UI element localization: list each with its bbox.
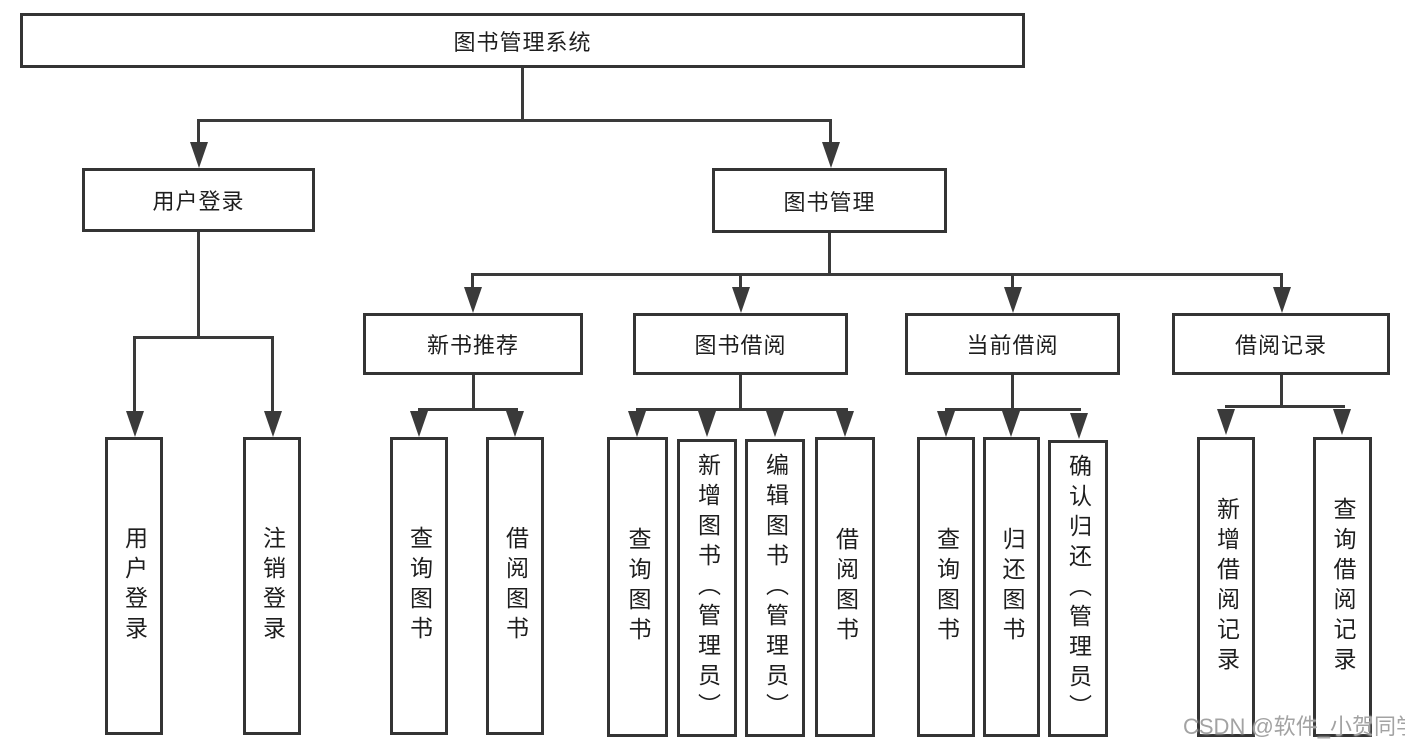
arrowhead: [732, 287, 750, 313]
arrowhead: [264, 411, 282, 437]
connector-line: [133, 336, 274, 339]
arrowhead: [1004, 287, 1022, 313]
connector-line: [197, 232, 200, 339]
connector-line: [829, 119, 832, 147]
connector-line: [197, 119, 831, 122]
leaf-query-borrow-record: 查询借阅记录: [1313, 437, 1372, 737]
node-current-borrow: 当前借阅: [905, 313, 1120, 375]
arrowhead: [822, 142, 840, 168]
connector-line: [739, 375, 742, 411]
leaf-label: 注销登录: [259, 526, 286, 646]
connector-line: [471, 273, 1283, 276]
leaf-label: 确认归还（管理员）: [1065, 453, 1092, 724]
arrowhead: [836, 411, 854, 437]
leaf-label: 编辑图书（管理员）: [762, 453, 789, 723]
connector-line: [471, 273, 474, 290]
node-label: 用户登录: [152, 189, 245, 214]
connector-line: [1011, 273, 1014, 290]
connector-line: [636, 408, 848, 411]
arrowhead: [1273, 287, 1291, 313]
arrowhead: [1217, 409, 1235, 435]
connector-line: [1280, 273, 1283, 290]
leaf-add-borrow-record: 新增借阅记录: [1197, 437, 1255, 737]
leaf-label: 新增图书（管理员）: [694, 453, 721, 723]
connector-line: [271, 336, 274, 414]
leaf-edit-book-admin: 编辑图书（管理员）: [745, 439, 805, 737]
connector-line: [521, 68, 524, 122]
node-label: 图书管理: [783, 189, 876, 215]
node-label: 新书推荐: [426, 333, 519, 358]
connector-line: [1225, 405, 1345, 408]
arrowhead: [1002, 411, 1020, 437]
connector-line: [1280, 375, 1283, 408]
arrowhead: [464, 287, 482, 313]
leaf-borrow-books-2: 借阅图书: [815, 437, 875, 737]
arrowhead: [1333, 409, 1351, 435]
connector-line: [1011, 375, 1014, 411]
csdn-watermark: CSDN @软件_小贺同学: [1183, 714, 1405, 739]
node-root: 图书管理系统: [20, 13, 1025, 68]
connector-line: [828, 233, 831, 276]
leaf-label: 用户登录: [121, 526, 148, 646]
arrowhead: [506, 411, 524, 437]
leaf-borrow-books-1: 借阅图书: [486, 437, 544, 735]
node-label: 借阅记录: [1234, 333, 1327, 358]
node-user-login: 用户登录: [82, 168, 315, 232]
node-book-borrow: 图书借阅: [633, 313, 848, 375]
connector-line: [739, 273, 742, 290]
node-new-book-recommend: 新书推荐: [363, 313, 583, 375]
node-book-management: 图书管理: [712, 168, 947, 233]
leaf-query-books-2: 查询图书: [607, 437, 668, 737]
leaf-logout: 注销登录: [243, 437, 301, 735]
leaf-label: 归还图书: [999, 527, 1025, 647]
leaf-label: 借阅图书: [502, 526, 529, 646]
node-label: 图书借阅: [694, 333, 787, 358]
connector-line: [418, 408, 518, 411]
leaf-label: 查询图书: [625, 527, 651, 647]
leaf-label: 新增借阅记录: [1213, 497, 1240, 677]
leaf-label: 查询图书: [406, 526, 433, 646]
connector-line: [197, 119, 200, 147]
arrowhead: [190, 142, 208, 168]
arrowhead: [766, 411, 784, 437]
leaf-label: 查询图书: [933, 527, 960, 647]
arrowhead: [937, 411, 955, 437]
leaf-query-books-1: 查询图书: [390, 437, 448, 735]
leaf-label: 查询借阅记录: [1330, 497, 1356, 677]
connector-line: [945, 408, 1081, 411]
connector-line: [472, 375, 475, 411]
leaf-user-login: 用户登录: [105, 437, 163, 735]
leaf-label: 借阅图书: [832, 527, 859, 647]
node-borrow-records: 借阅记录: [1172, 313, 1390, 375]
leaf-query-books-3: 查询图书: [917, 437, 975, 737]
arrowhead: [1070, 413, 1088, 439]
arrowhead: [410, 411, 428, 437]
leaf-add-book-admin: 新增图书（管理员）: [677, 439, 737, 737]
arrowhead: [698, 411, 716, 437]
arrowhead: [628, 411, 646, 437]
node-label: 当前借阅: [966, 333, 1059, 358]
arrowhead: [126, 411, 144, 437]
connector-line: [133, 336, 136, 414]
leaf-confirm-return-admin: 确认归还（管理员）: [1048, 440, 1108, 737]
leaf-return-book: 归还图书: [983, 437, 1040, 737]
node-label: 图书管理系统: [453, 29, 592, 55]
